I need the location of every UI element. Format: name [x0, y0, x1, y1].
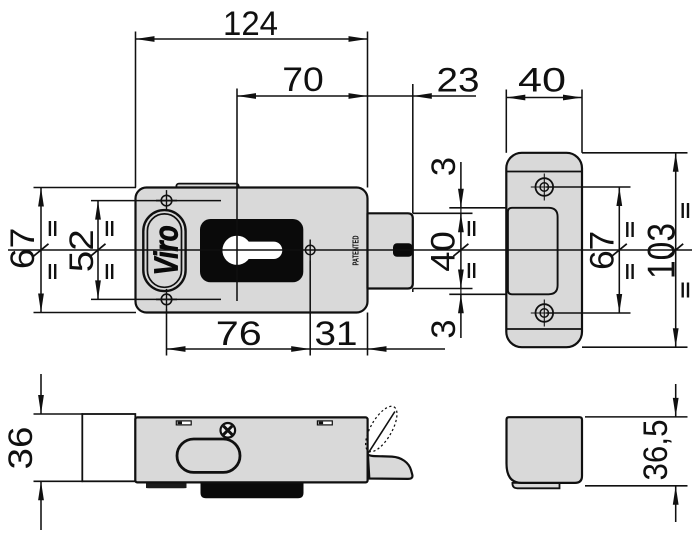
- svg-text:70: 70: [282, 61, 324, 99]
- svg-text:76: 76: [216, 315, 262, 353]
- svg-text:124: 124: [223, 5, 278, 43]
- svg-text:103: 103: [641, 223, 684, 279]
- svg-text:36,5: 36,5: [637, 420, 675, 481]
- svg-text:40: 40: [518, 61, 566, 99]
- svg-text:3: 3: [425, 157, 463, 176]
- svg-text:31: 31: [315, 315, 358, 353]
- svg-text:36: 36: [2, 427, 40, 470]
- svg-text:3: 3: [425, 319, 463, 338]
- svg-text:23: 23: [437, 61, 480, 99]
- svg-text:67: 67: [4, 228, 42, 270]
- svg-text:40: 40: [425, 231, 463, 272]
